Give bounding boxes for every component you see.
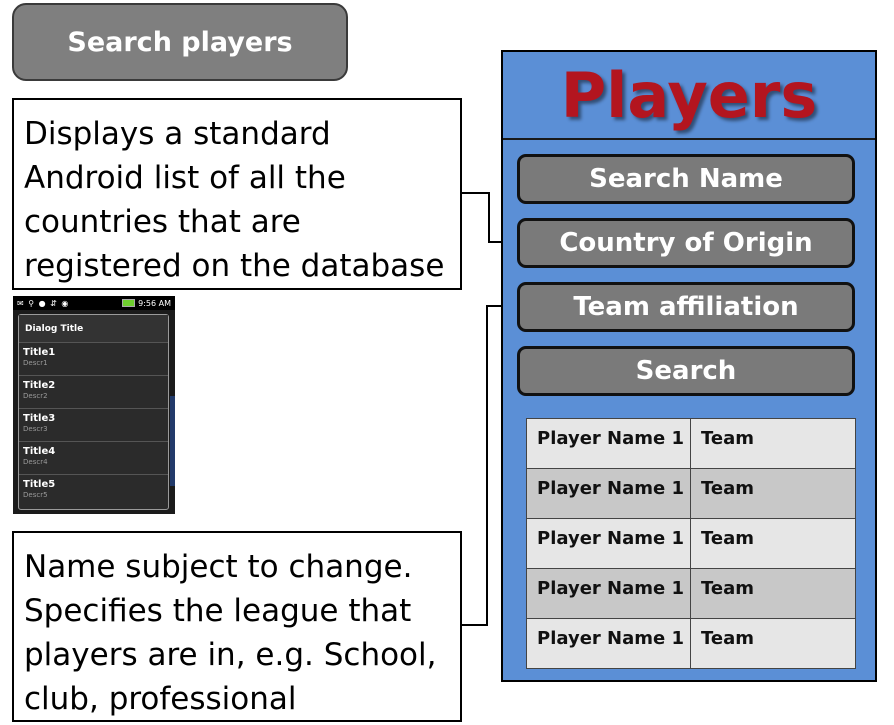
team-note: Name subject to change. Specifies the le… (12, 531, 462, 722)
team-cell: Team (690, 518, 856, 569)
table-row[interactable]: Player Name 1 Team (526, 468, 856, 519)
player-name-cell: Player Name 1 (526, 618, 691, 669)
table-row[interactable]: Player Name 1 Team (526, 518, 856, 569)
list-item-title: Title4 (23, 446, 56, 457)
list-item-desc: Descr4 (23, 458, 48, 466)
team-cell: Team (690, 418, 856, 469)
list-item-desc: Descr5 (23, 491, 48, 499)
list-item[interactable]: Title5 Descr5 (19, 475, 168, 508)
list-item[interactable]: Title3 Descr3 (19, 409, 168, 442)
list-item-title: Title3 (23, 413, 56, 424)
list-item-title: Title5 (23, 479, 56, 490)
list-item-desc: Descr1 (23, 359, 48, 367)
list-item-title: Title2 (23, 380, 56, 391)
country-of-origin-button[interactable]: Country of Origin (517, 218, 855, 268)
player-name-cell: Player Name 1 (526, 568, 691, 619)
status-icons: ✉ ⚲ ● ⇵ ◉ (17, 298, 70, 308)
player-name-cell: Player Name 1 (526, 518, 691, 569)
dialog: Dialog Title Title1 Descr1 Title2 Descr2… (18, 314, 169, 510)
list-item[interactable]: Title2 Descr2 (19, 376, 168, 409)
android-dialog-mockup: ✉ ⚲ ● ⇵ ◉ 9:56 AM Dialog Title Title1 De… (13, 296, 175, 514)
background-strip (170, 396, 175, 486)
search-players-button[interactable]: Search players (12, 3, 348, 81)
battery-icon (122, 299, 136, 307)
search-button[interactable]: Search (517, 346, 855, 396)
table-row[interactable]: Player Name 1 Team (526, 568, 856, 619)
list-item-desc: Descr3 (23, 425, 48, 433)
player-name-cell: Player Name 1 (526, 468, 691, 519)
players-header: Players (503, 52, 875, 140)
team-cell: Team (690, 468, 856, 519)
team-connector-arrow (462, 301, 516, 626)
status-time: 9:56 AM (138, 298, 171, 308)
status-bar: ✉ ⚲ ● ⇵ ◉ 9:56 AM (13, 296, 175, 310)
team-cell: Team (690, 618, 856, 669)
status-right: 9:56 AM (122, 299, 171, 308)
results-table: Player Name 1 Team Player Name 1 Team Pl… (526, 418, 856, 669)
list-item[interactable]: Title1 Descr1 (19, 343, 168, 376)
team-affiliation-button[interactable]: Team affiliation (517, 282, 855, 332)
dialog-title: Dialog Title (19, 315, 168, 343)
list-item-desc: Descr2 (23, 392, 48, 400)
players-title: Players (560, 58, 818, 132)
list-item-title: Title1 (23, 347, 56, 358)
countries-note: Displays a standard Android list of all … (12, 98, 462, 290)
list-item[interactable]: Title4 Descr4 (19, 442, 168, 475)
table-row[interactable]: Player Name 1 Team (526, 618, 856, 669)
players-screen: Players Search Name Country of Origin Te… (501, 50, 877, 682)
player-name-cell: Player Name 1 (526, 418, 691, 469)
search-name-button[interactable]: Search Name (517, 154, 855, 204)
team-cell: Team (690, 568, 856, 619)
table-row[interactable]: Player Name 1 Team (526, 418, 856, 469)
